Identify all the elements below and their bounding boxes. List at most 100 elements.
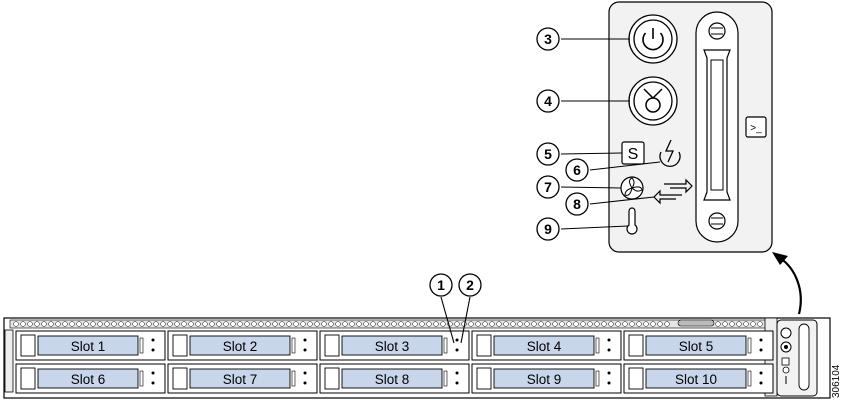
mini-control-panel (776, 319, 818, 397)
slot-label: Slot 1 (71, 339, 106, 354)
drive-latch (324, 334, 340, 357)
drive-latch (628, 334, 644, 357)
slot-label: Slot 5 (679, 339, 714, 354)
zoom-arrow-head (772, 252, 788, 265)
slot-label-plate (493, 368, 595, 389)
callout-8: 8 (565, 192, 589, 216)
callout-5: 5 (536, 142, 560, 166)
slot-label-plate (189, 368, 291, 389)
slot-label: Slot 6 (71, 372, 106, 387)
mini-power-button-icon (780, 327, 792, 339)
panel-leader-lines (560, 38, 661, 230)
zoom-arrow (779, 257, 802, 315)
drive-fault-led (455, 381, 459, 385)
server-chassis: Slot 1 Slot 2 Slot 3 Slot 4 Slot 5 Slot 6 Slot… (3, 317, 831, 399)
slot-label-plate (37, 368, 139, 389)
slot-label-plate (645, 335, 747, 356)
drive-slot: Slot 8 (319, 363, 470, 394)
callout-3: 3 (536, 27, 560, 51)
drive-activity-led (151, 338, 155, 342)
callout-7: 7 (536, 175, 560, 199)
drive-slot: Slot 3 (319, 330, 470, 361)
callout-9: 9 (536, 217, 560, 241)
console-icon: >_ (745, 116, 767, 138)
drive-activity-led (607, 371, 611, 375)
drive-fault-led (151, 381, 155, 385)
slot-label: Slot 4 (527, 339, 562, 354)
slot-label-plate (493, 335, 595, 356)
callout-4: 4 (536, 89, 560, 113)
drive-slot: Slot 9 (471, 363, 622, 394)
callout-number: 1 (437, 277, 445, 293)
drive-latch (324, 367, 340, 390)
control-panel-detail: S (608, 1, 773, 253)
callout-1: 1 (429, 273, 453, 297)
chassis-leader-lines (440, 296, 471, 344)
slot-label: Slot 3 (375, 339, 410, 354)
drive-fault-led (759, 348, 763, 352)
drive-latch (172, 334, 188, 357)
drive-fault-led (455, 348, 459, 352)
drive-slot: Slot 2 (167, 330, 318, 361)
system-status-letter: S (628, 146, 639, 163)
drive-slot: Slot 4 (471, 330, 622, 361)
drive-fault-led (607, 381, 611, 385)
drive-activity-led (759, 338, 763, 342)
callout-number: 5 (544, 146, 552, 162)
drive-fault-led (607, 348, 611, 352)
figure-number: 306104 (831, 364, 842, 398)
drive-activity-led (759, 371, 763, 375)
callout-number: 3 (544, 31, 552, 47)
callout-number: 8 (573, 196, 581, 212)
callout-number: 7 (544, 179, 552, 195)
drive-slot: Slot 6 (15, 363, 166, 394)
drive-fault-led (151, 348, 155, 352)
drive-latch (476, 334, 492, 357)
drive-activity-led (303, 371, 307, 375)
callout-number: 6 (573, 162, 581, 178)
drive-slot: Slot 10 (623, 363, 774, 394)
kvm-connector-icon (695, 11, 739, 243)
drive-activity-led (151, 371, 155, 375)
system-status-icon: S (621, 141, 645, 165)
slot-label-plate (37, 335, 139, 356)
left-handle (4, 329, 14, 393)
slot-label: Slot 2 (223, 339, 258, 354)
drive-latch (628, 367, 644, 390)
drive-fault-led (303, 381, 307, 385)
drive-latch (476, 367, 492, 390)
drive-activity-led (303, 338, 307, 342)
fan-status-icon (620, 176, 644, 200)
slot-label-plate (341, 368, 443, 389)
slot-label: Slot 8 (375, 372, 410, 387)
chassis-badge (677, 319, 715, 327)
unit-id-button-icon (628, 76, 678, 126)
vent-row (13, 321, 763, 327)
callout-number: 2 (466, 277, 474, 293)
callout-6: 6 (565, 158, 589, 182)
slot-label: Slot 7 (223, 372, 258, 387)
drive-latch (20, 367, 36, 390)
drive-fault-led (759, 381, 763, 385)
drive-latch (172, 367, 188, 390)
drive-slot: Slot 1 (15, 330, 166, 361)
mini-kvm-connector (798, 323, 810, 391)
callout-labels: 1 2 3 4 5 6 7 8 9 (429, 27, 589, 297)
slot-label-plate (189, 335, 291, 356)
drive-fault-led (303, 348, 307, 352)
drive-latch (20, 334, 36, 357)
slot-label: Slot 9 (527, 372, 562, 387)
drive-activity-led (455, 338, 459, 342)
drive-bays: Slot 1 Slot 2 Slot 3 Slot 4 Slot 5 Slot 6 Slot… (15, 330, 774, 394)
drive-activity-led (455, 371, 459, 375)
drive-slot: Slot 7 (167, 363, 318, 394)
slot-label-plate (645, 368, 747, 389)
drive-activity-led (607, 338, 611, 342)
callout-number: 4 (544, 93, 552, 109)
power-supply-status-icon (659, 139, 681, 168)
slot-label: Slot 10 (675, 372, 717, 387)
drive-slot: Slot 5 (623, 330, 774, 361)
callout-2: 2 (458, 273, 482, 297)
callout-number: 9 (544, 221, 552, 237)
